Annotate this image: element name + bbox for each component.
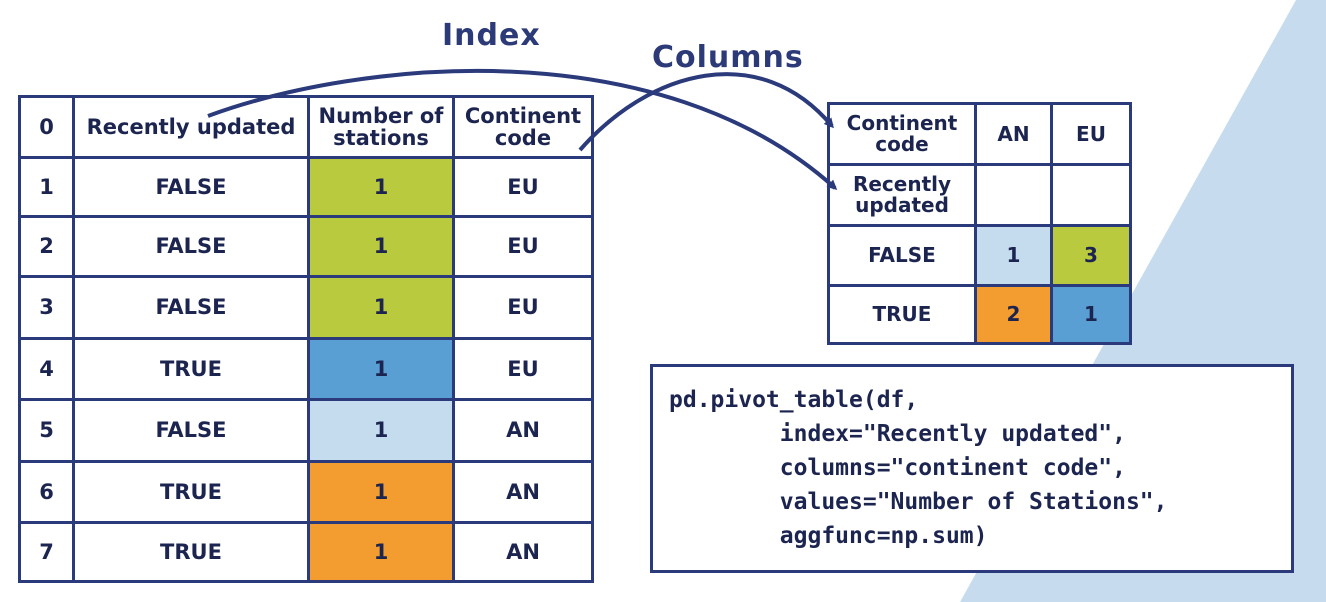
stations-cell: 1 (307, 521, 455, 583)
pivot-value-cell: 3 (1050, 224, 1132, 287)
header-continent-code: Continent code (452, 95, 594, 159)
code-line: values="Number of Stations", (669, 489, 1168, 515)
recently-updated-cell: TRUE (72, 521, 310, 583)
pivot-col-header-eu: EU (1050, 102, 1132, 166)
source-header-row: 0 Recently updated Number of stations Co… (18, 95, 594, 159)
pivot-row-true: TRUE 2 1 (827, 284, 1132, 345)
stations-cell: 1 (307, 398, 455, 463)
source-table: 0 Recently updated Number of stations Co… (18, 95, 594, 583)
pivot-index-label-row: Recently updated (827, 163, 1132, 227)
pivot-table: Continent code AN EU Recently updated FA… (827, 102, 1132, 345)
table-row: 3 FALSE 1 EU (18, 275, 594, 340)
code-line: aggfunc=np.sum) (669, 523, 988, 549)
stations-cell: 1 (307, 460, 455, 524)
code-line: index="Recently updated", (669, 421, 1126, 447)
continent-cell: AN (452, 398, 594, 463)
table-row: 1 FALSE 1 EU (18, 156, 594, 218)
table-row: 6 TRUE 1 AN (18, 460, 594, 524)
header-index: 0 (18, 95, 75, 159)
pivot-header-row: Continent code AN EU (827, 102, 1132, 166)
recently-updated-cell: FALSE (72, 215, 310, 278)
code-line: columns="continent code", (669, 455, 1126, 481)
columns-label: Columns (652, 40, 804, 75)
table-row: 5 FALSE 1 AN (18, 398, 594, 463)
stations-cell: 1 (307, 215, 455, 278)
pivot-columns-label: Continent code (827, 102, 977, 166)
table-row: 4 TRUE 1 EU (18, 337, 594, 401)
stations-cell: 1 (307, 337, 455, 401)
pivot-empty-cell (974, 163, 1053, 227)
pivot-row-false: FALSE 1 3 (827, 224, 1132, 287)
recently-updated-cell: FALSE (72, 156, 310, 218)
pivot-value-cell: 1 (974, 224, 1053, 287)
row-index: 7 (18, 521, 75, 583)
continent-cell: EU (452, 275, 594, 340)
code-line: pd.pivot_table(df, (669, 387, 919, 413)
header-recently-updated: Recently updated (72, 95, 310, 159)
continent-cell: EU (452, 215, 594, 278)
pivot-empty-cell (1050, 163, 1132, 227)
row-index: 3 (18, 275, 75, 340)
header-number-of-stations: Number of stations (307, 95, 455, 159)
pivot-row-label: TRUE (827, 284, 977, 345)
pivot-col-header-an: AN (974, 102, 1053, 166)
recently-updated-cell: FALSE (72, 275, 310, 340)
row-index: 4 (18, 337, 75, 401)
row-index: 1 (18, 156, 75, 218)
continent-cell: EU (452, 337, 594, 401)
table-row: 2 FALSE 1 EU (18, 215, 594, 278)
row-index: 2 (18, 215, 75, 278)
row-index: 5 (18, 398, 75, 463)
index-label: Index (442, 18, 541, 53)
recently-updated-cell: TRUE (72, 337, 310, 401)
continent-cell: EU (452, 156, 594, 218)
recently-updated-cell: FALSE (72, 398, 310, 463)
recently-updated-cell: TRUE (72, 460, 310, 524)
pivot-index-label: Recently updated (827, 163, 977, 227)
pivot-value-cell: 2 (974, 284, 1053, 345)
pivot-row-label: FALSE (827, 224, 977, 287)
stations-cell: 1 (307, 156, 455, 218)
code-box: pd.pivot_table(df, index="Recently updat… (650, 364, 1294, 573)
row-index: 6 (18, 460, 75, 524)
continent-cell: AN (452, 460, 594, 524)
pivot-value-cell: 1 (1050, 284, 1132, 345)
stations-cell: 1 (307, 275, 455, 340)
table-row: 7 TRUE 1 AN (18, 521, 594, 583)
continent-cell: AN (452, 521, 594, 583)
